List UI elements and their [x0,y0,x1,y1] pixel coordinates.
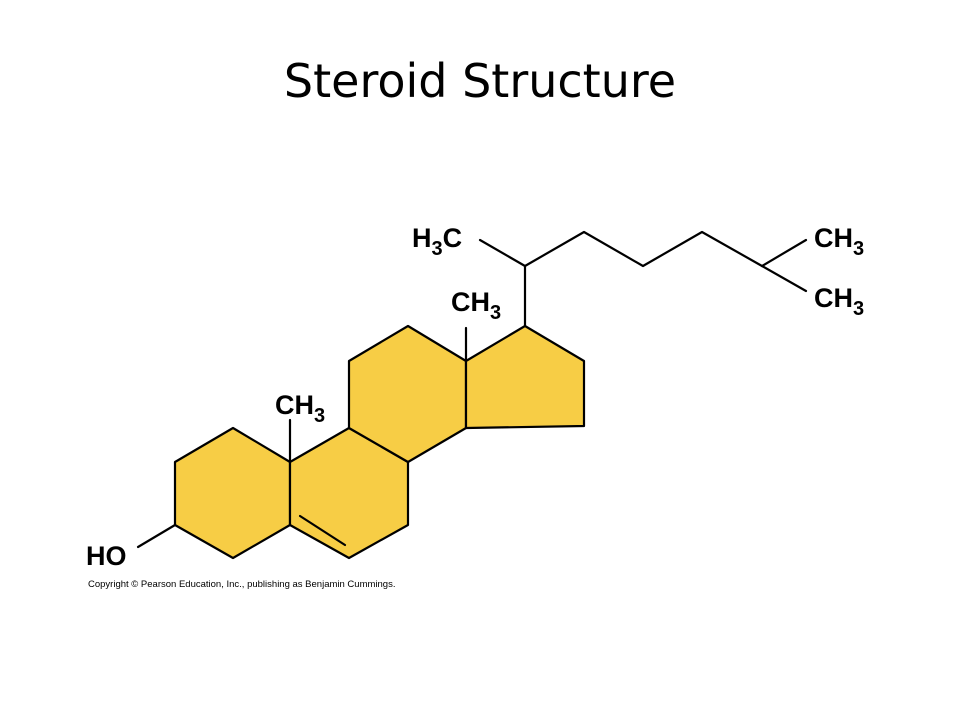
copyright-notice: Copyright © Pearson Education, Inc., pub… [88,579,396,590]
methyl-c13-label: CH3 [451,287,501,324]
slide-title: Steroid Structure [283,54,677,108]
methyl-c26-label: CH3 [814,223,864,260]
methyl-c10-label: CH3 [275,390,325,427]
side-chain [523,230,808,328]
double-bond-line [298,514,347,547]
hydroxyl-bond [136,523,177,549]
ring-d [464,324,586,430]
methyl-c27-label: CH3 [814,283,864,320]
ring-a [173,426,292,560]
hydroxyl-label: HO [86,541,127,571]
methyl-c21-label: H3C [412,223,462,260]
side-chain-methyl-c21 [478,238,527,268]
side-chain-methyl-c27 [760,264,808,293]
